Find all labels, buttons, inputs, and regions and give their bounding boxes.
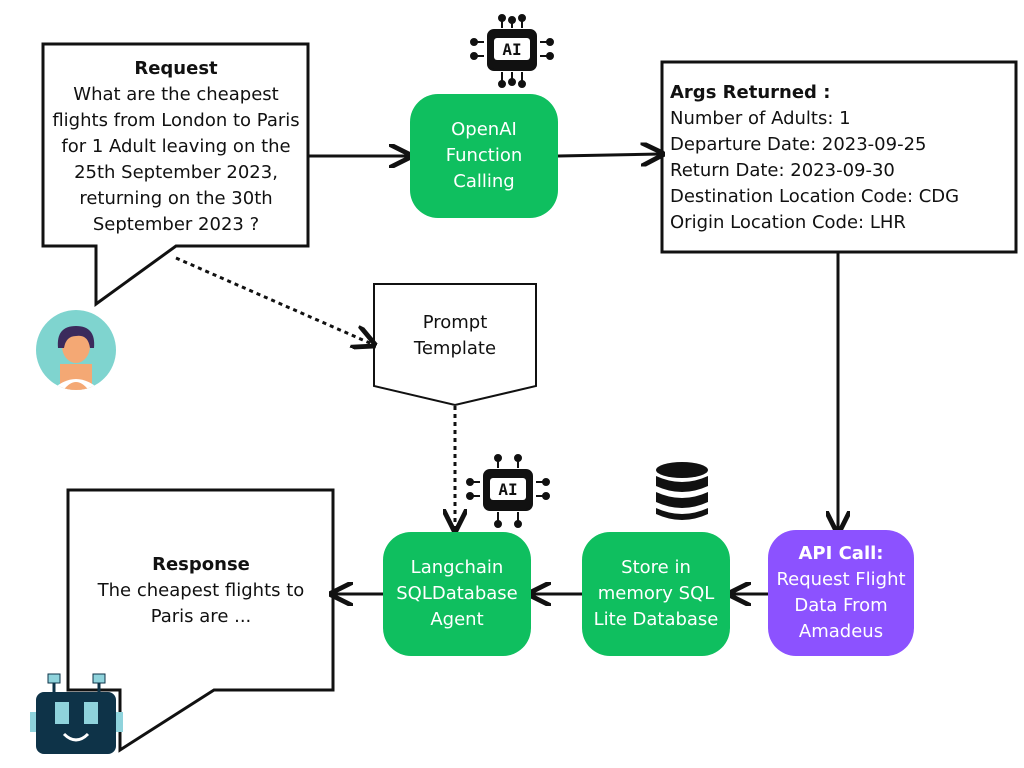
- function-calling-node: OpenAI Function Calling: [410, 94, 558, 218]
- node-line: Function: [445, 145, 523, 166]
- node-line: memory SQL: [597, 583, 715, 604]
- args-line: Number of Adults: 1: [670, 108, 851, 129]
- request-line: What are the cheapest: [73, 84, 279, 105]
- request-line: returning on the 30th: [79, 188, 273, 209]
- response-title: Response: [152, 554, 250, 575]
- node-line: OpenAI: [451, 119, 517, 140]
- request-line: 25th September 2023,: [74, 162, 278, 183]
- ai-chip-label: AI: [502, 40, 521, 59]
- args-title: Args Returned :: [670, 82, 831, 103]
- api-call-node: API Call: Request Flight Data From Amade…: [768, 530, 914, 656]
- request-title: Request: [134, 58, 218, 79]
- node-line: Langchain: [410, 557, 504, 578]
- response-text: Response The cheapest flights to Paris a…: [74, 552, 328, 630]
- request-line: flights from London to Paris: [52, 110, 300, 131]
- ai-chip-icon: AI: [470, 14, 554, 88]
- node-line: SQLDatabase: [396, 583, 518, 604]
- user-avatar-icon: [36, 310, 116, 390]
- node-line: Calling: [453, 171, 515, 192]
- database-icon: [656, 462, 708, 520]
- request-bubble: [41, 42, 310, 307]
- arrow-function-to-args: [557, 154, 660, 156]
- robot-icon: [30, 673, 123, 754]
- node-line: Lite Database: [593, 609, 719, 630]
- args-line: Return Date: 2023-09-30: [670, 160, 895, 181]
- ai-chip-icon-agent: AI: [466, 454, 550, 528]
- ai-chip-label-agent: AI: [498, 480, 517, 499]
- node-line: Agent: [430, 609, 484, 630]
- api-call-title: API Call:: [798, 543, 884, 564]
- node-line: Amadeus: [798, 621, 884, 642]
- prompt-line: Prompt: [422, 312, 488, 333]
- response-line: Paris are ...: [150, 606, 252, 627]
- args-box: [660, 60, 1018, 254]
- response-bubble: [66, 488, 335, 753]
- prompt-template-shape: [373, 283, 537, 407]
- prompt-line: Template: [413, 338, 497, 359]
- agent-node: Langchain SQLDatabase Agent: [383, 532, 531, 656]
- dotted-arrow-request-to-prompt: [175, 256, 372, 344]
- args-line: Origin Location Code: LHR: [670, 212, 906, 233]
- args-text: Args Returned : Number of Adults: 1 Depa…: [670, 80, 1010, 236]
- request-text: Request What are the cheapest flights fr…: [50, 56, 302, 238]
- node-line: Data From: [794, 595, 888, 616]
- store-node: Store in memory SQL Lite Database: [582, 532, 730, 656]
- request-line: September 2023 ?: [92, 214, 260, 235]
- response-line: The cheapest flights to: [97, 580, 305, 601]
- request-line: for 1 Adult leaving on the: [61, 136, 291, 157]
- node-line: Request Flight: [776, 569, 906, 590]
- prompt-template-text: Prompt Template: [376, 310, 534, 362]
- args-line: Destination Location Code: CDG: [670, 186, 960, 207]
- node-line: Store in: [621, 557, 691, 578]
- args-line: Departure Date: 2023-09-25: [670, 134, 927, 155]
